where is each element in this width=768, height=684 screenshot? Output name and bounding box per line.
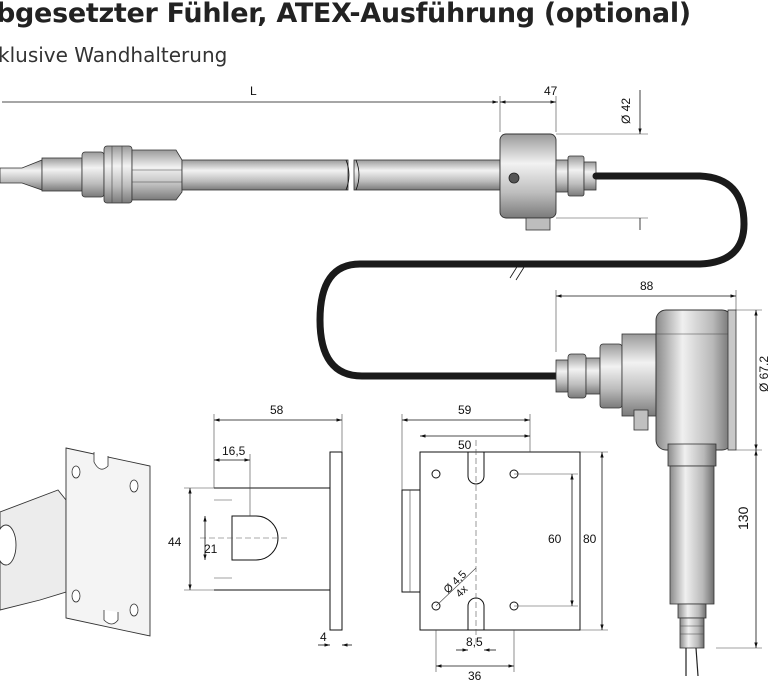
page-subtitle: klusive Wandhalterung [0, 43, 228, 67]
dim-label-hole-spacing-x: 50 [458, 438, 472, 452]
cable [316, 172, 748, 380]
dim-label-slot-small: 8,5 [466, 635, 483, 649]
dim-label-probe-length: L [250, 84, 257, 98]
dimension-lines [2, 90, 762, 672]
dim-label-bracket-thickness: 4 [320, 630, 327, 644]
dim-label-slot-width: 21 [204, 542, 218, 556]
dim-label-hole-spacing-y: 60 [548, 532, 562, 546]
dim-label-head-height: 130 [735, 506, 751, 530]
dim-label-bracket-width: 58 [270, 403, 284, 417]
dim-label-bracket-height: 44 [168, 535, 182, 549]
dim-label-head-diameter: Ø 67,2 [757, 356, 768, 392]
dim-label-plate-bottom: 36 [468, 669, 482, 683]
dim-label-plate-width: 59 [458, 403, 472, 417]
dim-label-plate-height: 80 [583, 532, 597, 546]
transmitter-head [555, 309, 737, 677]
dim-label-connector-diameter: Ø 42 [619, 98, 633, 124]
probe-assembly [0, 133, 597, 281]
bracket-3d [0, 447, 151, 637]
dim-label-slot-offset: 16,5 [222, 444, 246, 458]
dim-label-connector-length: 47 [544, 84, 558, 98]
dim-label-head-width: 88 [640, 279, 654, 293]
bracket-side-view [200, 451, 343, 631]
page-title: bgesetzter Fühler, ATEX-Ausführung (opti… [0, 0, 691, 29]
